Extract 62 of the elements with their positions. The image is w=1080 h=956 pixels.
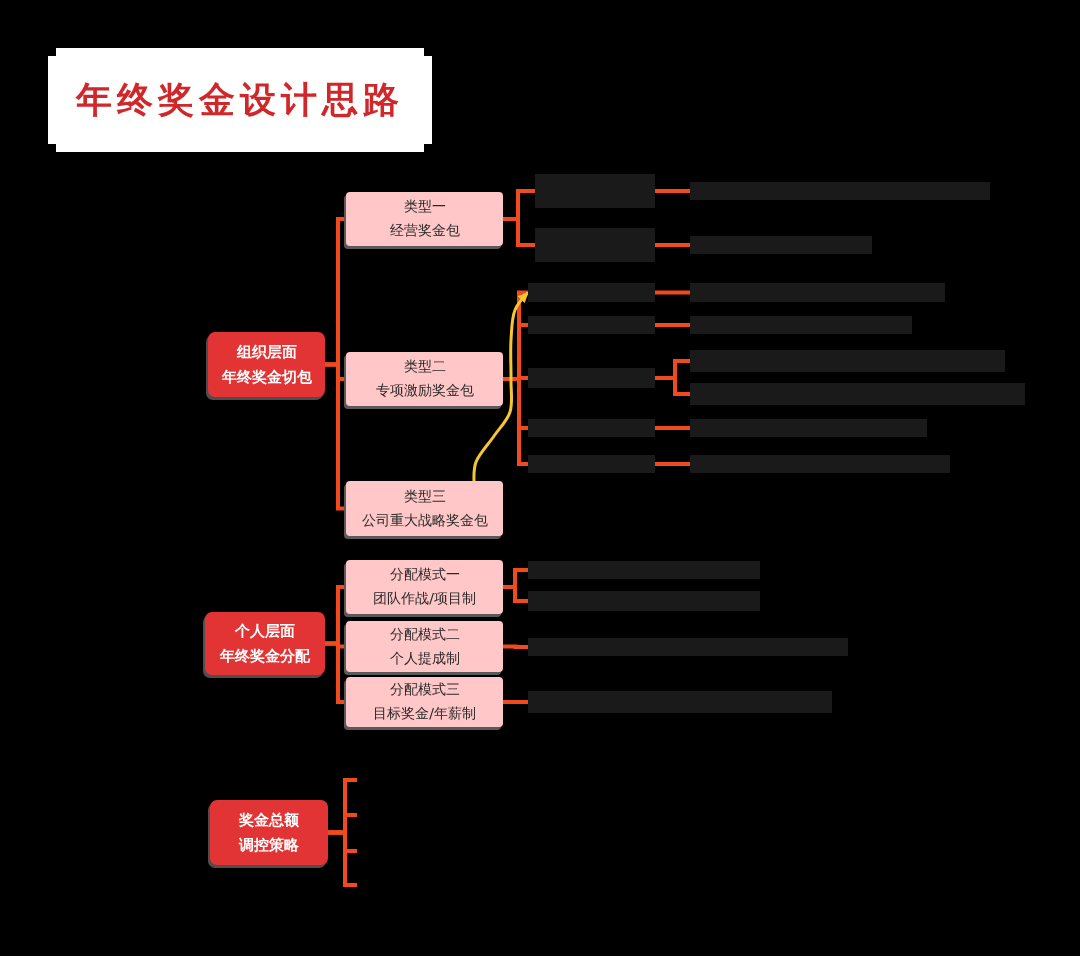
node-heading: 类型三 [403, 486, 446, 506]
node-text: 专项激励奖金包 [375, 381, 474, 400]
node-heading: 分配模式二 [389, 624, 460, 644]
empty-block [690, 383, 1025, 405]
empty-block [528, 419, 655, 437]
node-heading: 组织层面 [236, 341, 297, 363]
node-heading: 分配模式三 [389, 680, 460, 700]
node-text: 经营奖金包 [389, 221, 460, 240]
subtopic-box [346, 677, 503, 727]
empty-block [528, 561, 760, 579]
connector-line [503, 217, 535, 247]
connector-line [328, 830, 357, 887]
connector-line [655, 462, 690, 466]
subtopic-box [346, 621, 503, 672]
empty-block [690, 455, 950, 473]
connector-line [655, 426, 690, 430]
topic-box [208, 332, 325, 397]
empty-block [690, 283, 945, 302]
connector-line [325, 362, 346, 511]
connector-line [325, 641, 346, 704]
node-text: 年终奖金分配 [220, 645, 310, 667]
empty-block [528, 638, 848, 656]
node-heading: 类型二 [403, 357, 446, 377]
connector-line [503, 644, 528, 649]
node-text: 调控策略 [239, 834, 299, 856]
topic-box [210, 800, 328, 865]
empty-block [690, 419, 927, 437]
node-heading: 类型一 [403, 197, 446, 217]
empty-block [528, 316, 655, 334]
empty-block [535, 228, 655, 262]
connector-line [655, 189, 690, 193]
title: 年终奖金设计思路 [76, 76, 404, 122]
connector-line [503, 700, 528, 704]
connector-line [655, 290, 690, 295]
node-text: 目标奖金/年薪制 [373, 704, 476, 723]
connector-line [655, 376, 690, 396]
empty-block [528, 591, 760, 611]
node-text: 团队作战/项目制 [373, 589, 476, 608]
empty-block [528, 283, 655, 302]
topic-box [205, 612, 325, 675]
node-text: 公司重大战略奖金包 [361, 510, 488, 530]
empty-block [528, 368, 655, 388]
node-heading: 奖金总额 [239, 809, 299, 831]
subtopic-box [346, 192, 503, 246]
empty-block [528, 455, 655, 473]
subtopic-box [346, 481, 503, 536]
curved-arrow [472, 291, 530, 481]
empty-block [690, 182, 990, 200]
subtopic-box [346, 560, 503, 614]
empty-block [535, 174, 655, 208]
connector-line [503, 585, 528, 603]
node-text: 年终奖金切包 [221, 366, 312, 388]
empty-block [690, 350, 1005, 372]
empty-block [528, 691, 832, 713]
subtopic-box [346, 352, 503, 406]
connector-line [655, 323, 690, 327]
empty-block [690, 316, 912, 334]
node-heading: 分配模式一 [389, 565, 460, 585]
node-text: 个人提成制 [389, 648, 460, 668]
empty-block [690, 236, 872, 254]
connector-line [655, 243, 690, 247]
node-heading: 个人层面 [235, 620, 295, 642]
